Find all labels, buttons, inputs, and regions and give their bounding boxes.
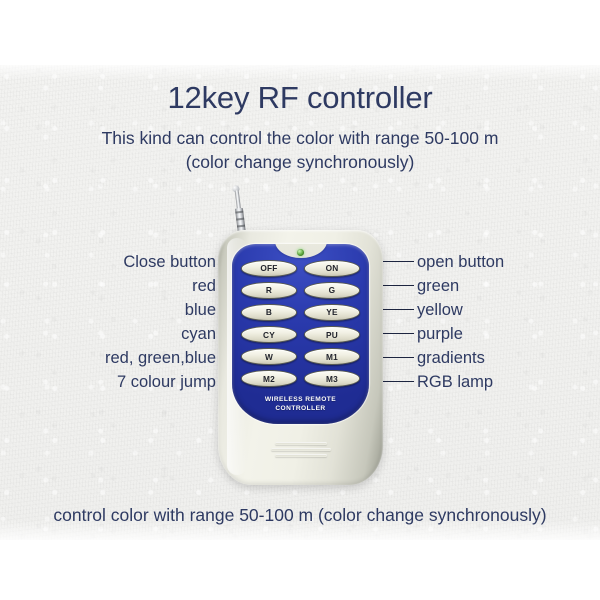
leader-line-right-6 xyxy=(352,381,414,382)
led-indicator-icon xyxy=(297,249,304,256)
annotation-right-open-button: open button xyxy=(417,252,505,271)
subtitle-line-1: This kind can control the color with ran… xyxy=(101,128,499,148)
brand-line-1: WIRELESS REMOTE xyxy=(264,396,337,403)
key-m3[interactable]: M3 xyxy=(304,370,360,387)
annotation-column-left: Close button red blue cyan red, green,bl… xyxy=(0,250,218,394)
keypad-panel: OFF ON R G B YE CY PU W M1 M2 M3 WIRELES… xyxy=(232,244,369,424)
rf-remote-control: OFF ON R G B YE CY PU W M1 M2 M3 WIRELES… xyxy=(218,184,383,490)
leader-line-right-2 xyxy=(352,285,414,286)
key-m2[interactable]: M2 xyxy=(241,370,297,387)
grip-ridge-1 xyxy=(274,442,327,445)
leader-line-right-4 xyxy=(356,333,414,334)
key-ye[interactable]: YE xyxy=(304,304,360,321)
annotation-right-yellow: yellow xyxy=(417,300,463,319)
leader-line-right-3 xyxy=(355,309,414,310)
subtitle-line-2: (color change synchronously) xyxy=(185,152,415,172)
annotation-right-rgb-lamp: RGB lamp xyxy=(417,372,494,391)
leader-line-right-5 xyxy=(355,357,414,358)
key-pu[interactable]: PU xyxy=(304,326,360,343)
brand-line-2: CONTROLLER xyxy=(275,404,326,412)
key-b[interactable]: B xyxy=(241,304,297,321)
annotation-left-red: red xyxy=(192,276,216,295)
annotation-left-close-button: Close button xyxy=(123,252,216,271)
annotation-left-rgb: red, green,blue xyxy=(105,348,216,367)
annotation-left-blue: blue xyxy=(184,300,216,319)
keypad-grid: OFF ON R G B YE CY PU W M1 M2 M3 xyxy=(241,260,360,387)
annotation-right-purple: purple xyxy=(417,324,463,343)
grip-ridge-2 xyxy=(270,448,331,451)
footer-caption: control color with range 50-100 m (color… xyxy=(53,505,547,525)
annotation-right-gradients: gradients xyxy=(417,348,485,367)
device-brand-text: WIRELESS REMOTE CONTROLLER xyxy=(232,396,369,413)
annotation-right-green: green xyxy=(417,276,460,295)
page-title: 12key RF controller xyxy=(167,80,433,115)
key-on[interactable]: ON xyxy=(304,260,360,277)
background-fade-top xyxy=(0,60,600,80)
annotation-left-cyan: cyan xyxy=(181,324,216,343)
remote-body: OFF ON R G B YE CY PU W M1 M2 M3 WIRELES… xyxy=(218,230,383,485)
key-off[interactable]: OFF xyxy=(241,260,297,277)
grip-ridge-3 xyxy=(274,454,327,457)
key-w[interactable]: W xyxy=(241,348,297,365)
grip-ridges xyxy=(270,442,331,462)
background-fade-bottom xyxy=(0,520,600,544)
annotation-left-colour-jump: 7 colour jump xyxy=(116,372,216,391)
key-r[interactable]: R xyxy=(241,282,297,299)
key-m1[interactable]: M1 xyxy=(304,348,360,365)
annotation-column-right: open button green yellow purple gradient… xyxy=(415,250,600,394)
key-g[interactable]: G xyxy=(304,282,360,299)
key-cy[interactable]: CY xyxy=(241,326,297,343)
